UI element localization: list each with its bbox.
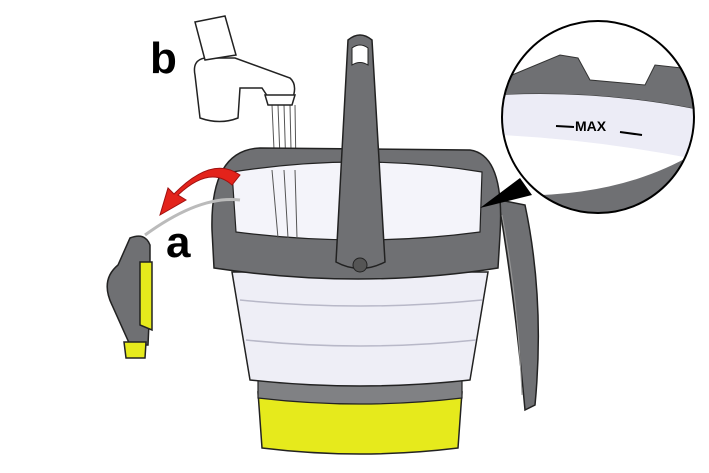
faucet xyxy=(193,15,297,123)
bucket-lid xyxy=(499,199,540,412)
bucket-body xyxy=(231,271,489,387)
bucket-handle xyxy=(335,34,386,273)
max-marking: MAX xyxy=(575,118,607,134)
bucket-base xyxy=(257,377,463,455)
spray-nozzle xyxy=(106,235,153,359)
hose xyxy=(144,197,241,237)
label-a: a xyxy=(166,218,191,267)
red-arrow-icon xyxy=(159,167,241,217)
label-b: b xyxy=(150,34,177,83)
